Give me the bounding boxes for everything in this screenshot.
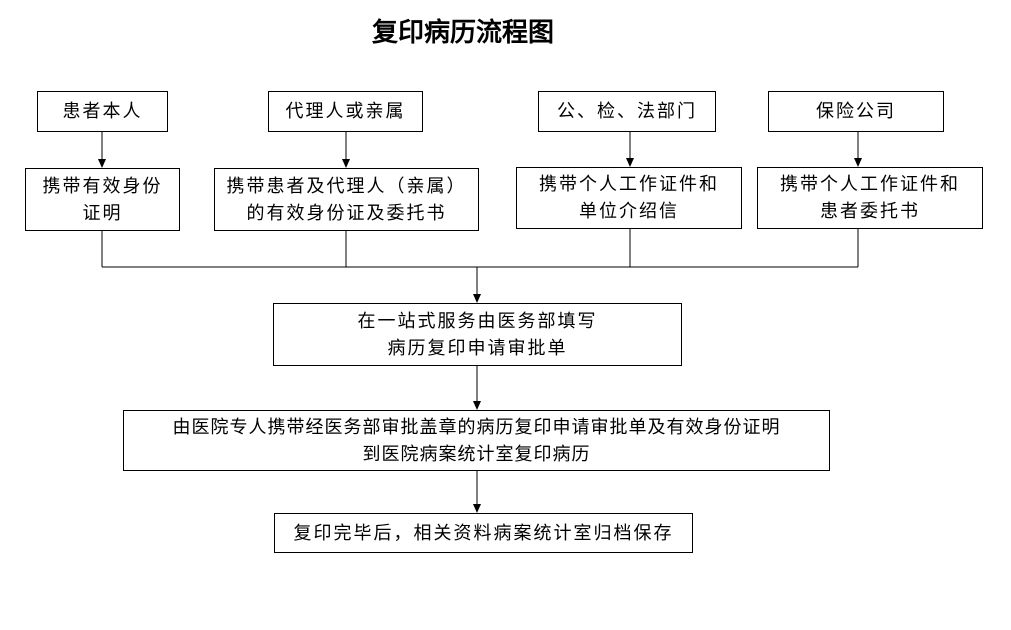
flowchart-title: 复印病历流程图 (371, 18, 554, 48)
document-insurance-line1: 携带个人工作证件和 (780, 174, 960, 195)
document-patient-line1: 携带有效身份 (42, 175, 163, 197)
document-patient: 携带有效身份 证明 (25, 168, 180, 231)
document-authorities-line1: 携带个人工作证件和 (539, 174, 719, 195)
document-authorities-line2: 单位介绍信 (579, 201, 679, 222)
step-copy-records-line2: 到医院病案统计室复印病历 (362, 443, 591, 465)
document-agent-line1: 携带患者及代理人（亲属） (226, 175, 467, 197)
step-fill-application-line2: 病历复印申请审批单 (387, 337, 568, 359)
requester-authorities: 公、检、法部门 (538, 91, 716, 132)
step-fill-application-line1: 在一站式服务由医务部填写 (357, 310, 598, 332)
document-insurance: 携带个人工作证件和 患者委托书 (757, 167, 983, 229)
document-agent: 携带患者及代理人（亲属） 的有效身份证及委托书 (214, 168, 479, 231)
step-copy-records-line1: 由医院专人携带经医务部审批盖章的病历复印申请审批单及有效身份证明 (172, 416, 781, 438)
requester-agent: 代理人或亲属 (268, 91, 423, 132)
document-authorities: 携带个人工作证件和 单位介绍信 (516, 167, 742, 229)
step-copy-records: 由医院专人携带经医务部审批盖章的病历复印申请审批单及有效身份证明 到医院病案统计… (123, 410, 830, 471)
requester-patient-label: 患者本人 (62, 101, 143, 122)
step-archive: 复印完毕后，相关资料病案统计室归档保存 (274, 513, 693, 553)
requester-agent-label: 代理人或亲属 (285, 101, 406, 122)
step-fill-application: 在一站式服务由医务部填写 病历复印申请审批单 (273, 303, 682, 366)
document-insurance-line2: 患者委托书 (820, 201, 920, 222)
step-archive-label: 复印完毕后，相关资料病案统计室归档保存 (293, 522, 674, 544)
document-patient-line2: 证明 (82, 202, 123, 224)
requester-authorities-label: 公、检、法部门 (557, 101, 697, 122)
requester-insurance-label: 保险公司 (816, 101, 896, 122)
requester-patient: 患者本人 (37, 91, 168, 132)
document-agent-line2: 的有效身份证及委托书 (246, 202, 447, 224)
requester-insurance: 保险公司 (768, 91, 944, 132)
